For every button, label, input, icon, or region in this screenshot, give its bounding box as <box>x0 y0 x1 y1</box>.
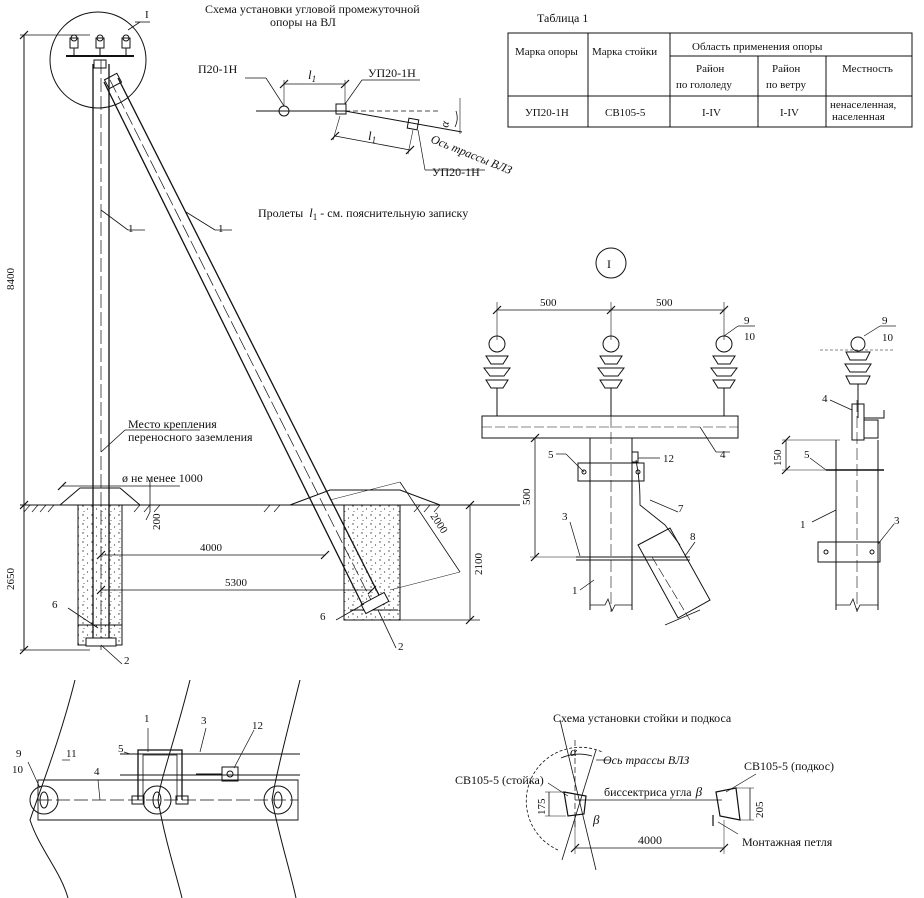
callout-11-plan: 11 <box>66 748 77 760</box>
callout-1-pole: 1 <box>128 223 134 235</box>
callout-5-side: 5 <box>804 449 810 461</box>
dim-500-left: 500 <box>540 297 557 309</box>
table-header-ice-2: по гололеду <box>676 79 732 91</box>
angle-scheme-title-1: Схема установки угловой промежуточной <box>205 2 420 16</box>
callout-detail-i: I <box>145 9 149 21</box>
callout-1-side: 1 <box>800 519 806 531</box>
table-header-terrain: Местность <box>842 63 893 75</box>
dim-5300: 5300 <box>225 577 248 589</box>
dim-2100: 2100 <box>473 553 485 576</box>
label-sv-brace: СВ105-5 (подкос) <box>744 759 834 773</box>
callout-1-detail: 1 <box>572 585 578 597</box>
detail-i-mark: I <box>607 257 611 271</box>
callout-6-left: 6 <box>52 599 58 611</box>
dim-500-right: 500 <box>656 297 673 309</box>
table-cell-terrain-1: ненаселенная, <box>830 99 897 111</box>
label-up20-top: УП20-1Н <box>368 66 416 80</box>
table-header-group: Область применения опоры <box>692 41 823 53</box>
detail-circle <box>49 11 147 109</box>
callout-9-detail: 9 <box>744 315 750 327</box>
pole-elevation <box>19 11 520 665</box>
grounding-label-line1: Место крепления <box>128 417 217 431</box>
callout-1-plan: 1 <box>144 713 150 725</box>
callout-3-detail: 3 <box>562 511 568 523</box>
dim-4000: 4000 <box>200 542 223 554</box>
callout-6-right: 6 <box>320 611 326 623</box>
table-cell-terrain-2: населенная <box>832 111 885 123</box>
stand-scheme <box>525 719 757 871</box>
spec-table <box>507 32 913 128</box>
detail-i-front <box>481 247 755 626</box>
callout-4-plan: 4 <box>94 766 100 778</box>
plan-view <box>27 679 301 898</box>
callout-2-right: 2 <box>398 641 404 653</box>
dim-150: 150 <box>772 449 784 466</box>
label-beta-left: β <box>592 812 600 827</box>
table-cell-mark: УП20-1Н <box>525 107 569 119</box>
dim-205: 205 <box>754 801 766 818</box>
callout-8-detail: 8 <box>690 531 696 543</box>
dim-2000: 2000 <box>428 511 451 536</box>
dim-500-vertical: 500 <box>521 488 533 505</box>
callout-2-left: 2 <box>124 655 130 667</box>
callout-5-detail: 5 <box>548 449 554 461</box>
table-cell-ice: I-IV <box>702 107 721 119</box>
table-cell-wind: I-IV <box>780 107 799 119</box>
table-header-wind-1: Район <box>772 63 800 75</box>
callout-12-detail: 12 <box>663 453 674 465</box>
callout-7-detail: 7 <box>678 503 684 515</box>
stand-scheme-title: Схема установки стойки и подкоса <box>553 711 732 725</box>
callout-10-side: 10 <box>882 332 894 344</box>
table-header-ice-1: Район <box>696 63 724 75</box>
label-mounting-loop: Монтажная петля <box>742 835 833 849</box>
dim-4000-scheme: 4000 <box>638 833 662 847</box>
table-header-wind-2: по ветру <box>766 79 806 91</box>
grounding-label-line2: переносного заземления <box>128 430 253 444</box>
callout-10-detail: 10 <box>744 331 756 343</box>
callout-10-plan: 10 <box>12 764 24 776</box>
callout-1-brace: 1 <box>218 223 224 235</box>
label-p20: П20-1Н <box>198 62 238 76</box>
diameter-label: ø не менее 1000 <box>122 471 203 485</box>
label-alpha-top: α <box>437 119 452 128</box>
label-up20-bottom: УП20-1Н <box>432 165 480 179</box>
callout-9-plan: 9 <box>16 748 22 760</box>
label-l1-bottom: l1 <box>368 128 376 145</box>
table-header-mark: Марка опоры <box>515 46 578 58</box>
table-cell-stand: СВ105-5 <box>605 107 646 119</box>
callout-12-plan: 12 <box>252 720 263 732</box>
detail-i-side <box>781 325 896 613</box>
label-sv-stand: СВ105-5 (стойка) <box>455 773 544 787</box>
callout-3-plan: 3 <box>201 715 207 727</box>
callout-5-plan: 5 <box>118 743 124 755</box>
callout-3-side: 3 <box>894 515 900 527</box>
callout-9-side: 9 <box>882 315 888 327</box>
angle-scheme-title-2: опоры на ВЛ <box>270 15 336 29</box>
callout-4-side: 4 <box>822 393 828 405</box>
angle-scheme <box>245 77 485 171</box>
dim-8400: 8400 <box>5 268 17 291</box>
dim-200: 200 <box>151 513 163 530</box>
callout-4-detail: 4 <box>720 449 726 461</box>
dim-175: 175 <box>536 798 548 815</box>
label-route-axis-bottom: Ось трассы ВЛЗ <box>603 753 689 767</box>
dim-2650: 2650 <box>5 568 17 591</box>
label-alpha-bottom: α <box>570 744 578 759</box>
table-caption: Таблица 1 <box>537 11 588 25</box>
label-l1-top: l1 <box>308 67 316 84</box>
table-header-stand: Марка стойки <box>592 46 657 58</box>
